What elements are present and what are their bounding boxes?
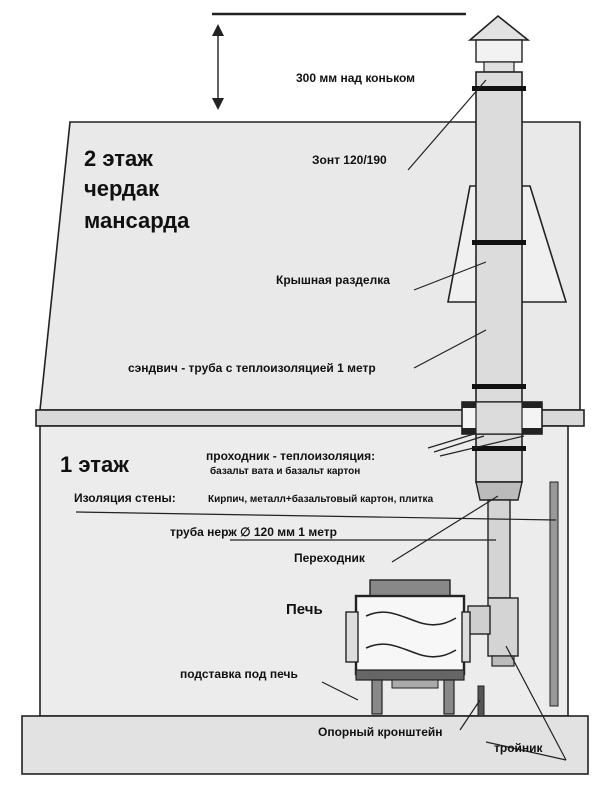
umbrella-base: [483, 61, 515, 73]
steel-pipe: [487, 499, 511, 599]
pipe-clamps: [472, 86, 526, 451]
tee-branch: [467, 605, 491, 635]
label-bracket: Опорный кронштейн: [318, 725, 443, 739]
label-floor2-line1: 2 этаж: [84, 146, 153, 171]
height-arrow-bottom: [212, 98, 224, 110]
wall-insulation-panel: [549, 481, 559, 707]
label-stove: Печь: [286, 601, 323, 618]
label-steel-pipe: труба нерж ∅ 120 мм 1 метр: [170, 525, 337, 539]
leader-lines: [75, 79, 567, 761]
label-above-ridge: 300 мм над коньком: [296, 71, 415, 85]
passthrough-pipe-segment: [475, 401, 523, 435]
label-roof-cut: Крышная разделка: [276, 273, 390, 287]
label-tee: тройник: [494, 741, 544, 755]
label-pass-sub: базальт вата и базальт картон: [210, 465, 360, 477]
stove: [345, 579, 471, 715]
umbrella-cap: [467, 14, 531, 41]
foundation: [21, 715, 589, 775]
umbrella-leg: [475, 39, 523, 63]
label-floor1: 1 этаж: [60, 452, 129, 477]
tee-cap: [491, 655, 515, 667]
label-floor2-line3: мансарда: [84, 208, 190, 233]
label-wall-title: Изоляция стены:: [74, 491, 176, 505]
label-sandwich: сэндвич - труба с теплоизоляцией 1 метр: [128, 361, 376, 375]
label-pass-title: проходник - теплоизоляция:: [206, 449, 375, 463]
tee-fitting: [487, 597, 519, 657]
label-adapter: Переходник: [294, 551, 366, 565]
height-arrow-top: [212, 24, 224, 36]
support-bracket: [477, 685, 485, 717]
adapter: [475, 481, 523, 501]
label-wall-sub: Кирпич, металл+базальтовый картон, плитк…: [208, 493, 434, 505]
label-umbrella: Зонт 120/190: [312, 153, 387, 167]
label-stove-stand: подставка под печь: [180, 667, 298, 681]
label-floor2-line2: чердак: [84, 176, 160, 201]
